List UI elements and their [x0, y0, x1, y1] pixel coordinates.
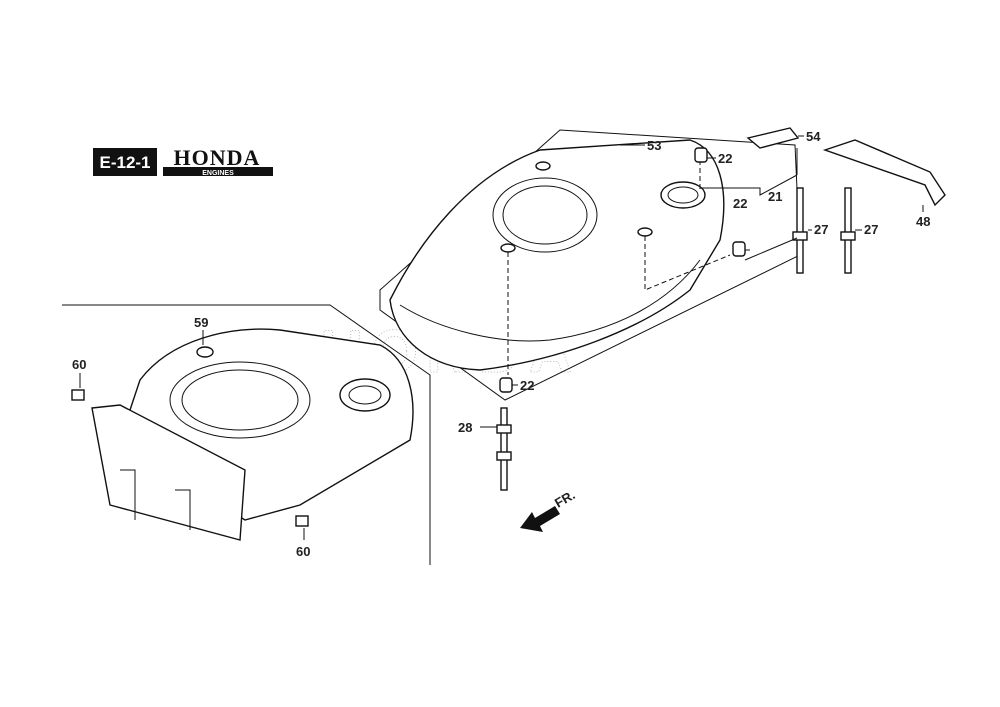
honda-logo: HONDA ENGINES [163, 145, 273, 177]
callout-54: 54 [806, 129, 821, 144]
callout-60: 60 [72, 357, 86, 372]
diagram-code: E-12-1 [99, 153, 150, 172]
grommet-part-22 [499, 377, 513, 393]
front-direction-label: FR. [552, 487, 578, 510]
clip-part-54 [746, 127, 800, 149]
lower-assembly-boundary [62, 304, 431, 565]
nut-part-60 [71, 389, 85, 401]
front-direction-arrow-icon [520, 506, 560, 532]
stud-bolt-part-27 [792, 187, 808, 274]
callout-27: 27 [814, 222, 828, 237]
callout-48: 48 [916, 214, 930, 229]
brand-subtitle: ENGINES [202, 170, 234, 177]
callout-22: 22 [733, 196, 747, 211]
brand-name: HONDA [174, 145, 261, 170]
callout-60: 60 [296, 544, 310, 559]
callout-21: 21 [768, 189, 782, 204]
callout-27: 27 [864, 222, 878, 237]
diagram-code-badge: E-12-1 [93, 148, 157, 176]
callout-53: 53 [647, 138, 661, 153]
stud-bolt-part-27 [840, 187, 856, 274]
lower-shroud-assembly [91, 328, 414, 541]
callout-59: 59 [194, 315, 208, 330]
callout-22: 22 [718, 151, 732, 166]
grommet-part-22 [694, 147, 708, 163]
upper-shroud-part-53 [389, 139, 725, 371]
stud-bolt-part-28 [496, 407, 512, 491]
cover-part-48 [822, 139, 946, 207]
nut-part-60 [295, 515, 309, 527]
alignment-lines [507, 160, 731, 375]
grommet-part-22 [732, 241, 746, 257]
callout-22: 22 [520, 378, 534, 393]
callout-28: 28 [458, 420, 472, 435]
